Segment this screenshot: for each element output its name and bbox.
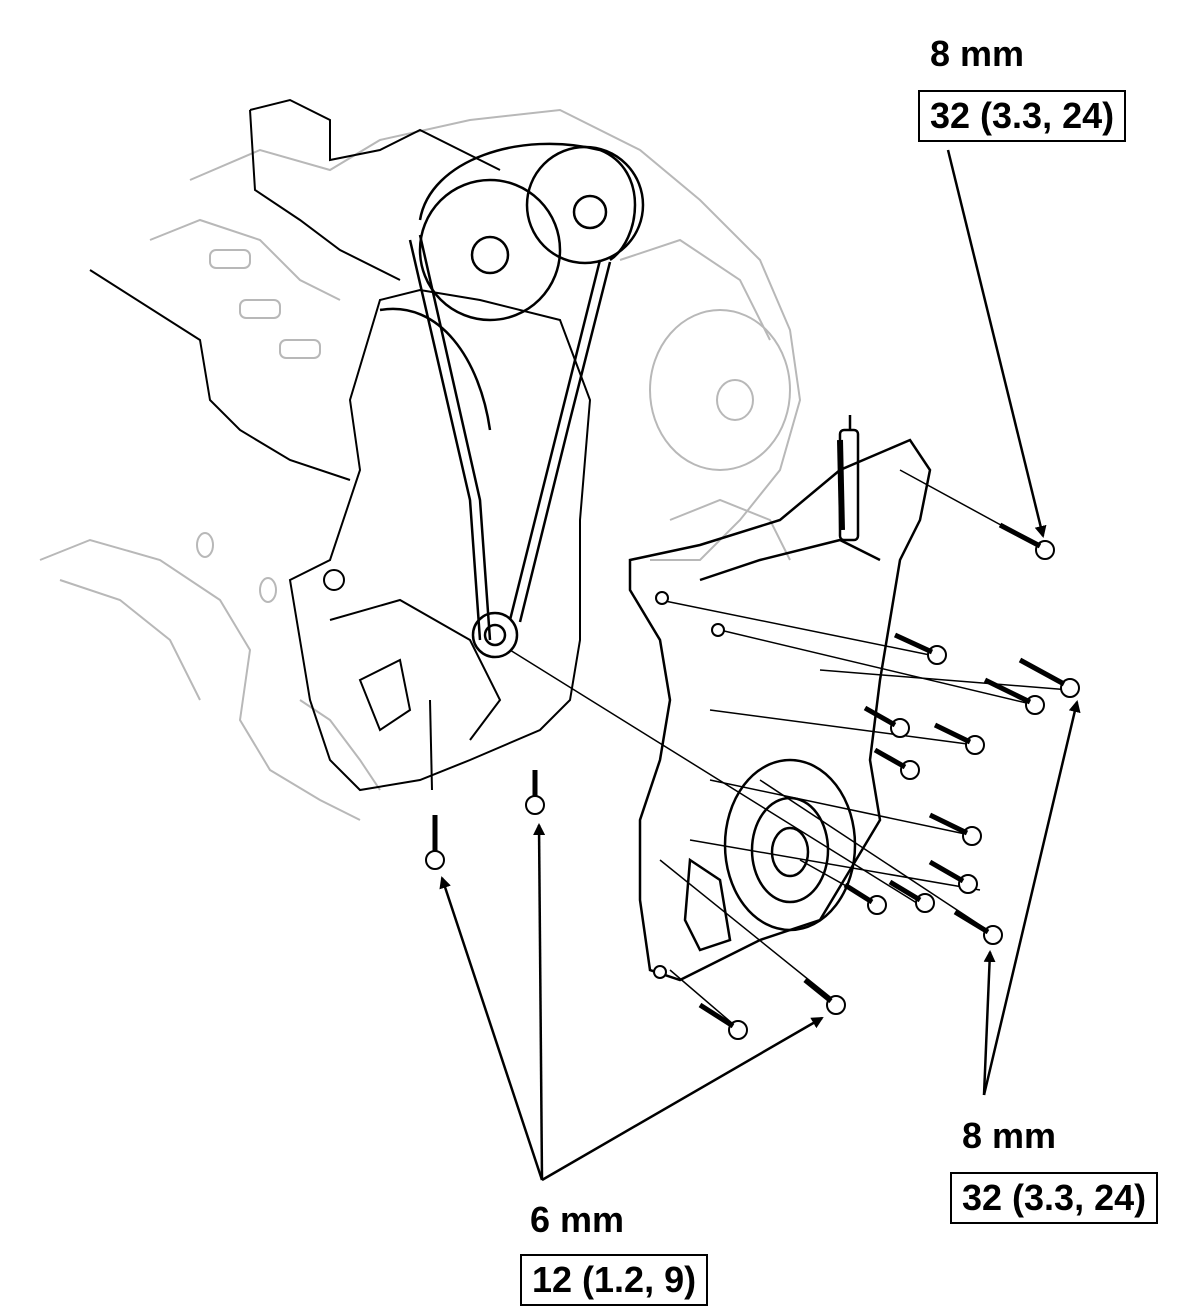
arrow-right-callout-b [982, 950, 996, 1096]
bolt [933, 722, 985, 755]
bolt [863, 705, 910, 738]
arrow-bottom-callout-a [439, 876, 544, 1181]
bolt [655, 591, 669, 605]
torque-spec-box: 12 (1.2, 9) [520, 1254, 709, 1306]
bolt [873, 747, 920, 780]
engine-block-ghost [39, 108, 802, 821]
bolt [843, 882, 887, 915]
bolt-size-label: 8 mm [930, 33, 1025, 74]
bolt [928, 859, 978, 894]
arrow-right-callout-a [982, 700, 1081, 1096]
bolt [998, 522, 1055, 560]
bolt [893, 632, 947, 665]
cam-sprockets-and-chain [379, 142, 645, 659]
bolt [928, 812, 982, 846]
bolt-size-label: 8 mm [962, 1115, 1057, 1156]
engine-front-case [89, 98, 592, 792]
cover-bolts [425, 522, 1080, 1040]
bolt [803, 978, 846, 1015]
bolt-size-label: 6 mm [530, 1199, 625, 1240]
bolt [983, 677, 1045, 715]
torque-spec-box: 32 (3.3, 24) [918, 90, 1127, 142]
bolt [653, 965, 667, 979]
torque-spec-box: 32 (3.3, 24) [950, 1172, 1159, 1224]
timing-chain-cover [628, 415, 932, 982]
arrow-top-callout [946, 149, 1047, 538]
bolt [953, 909, 1003, 945]
arrow-bottom-callout-c [541, 1016, 824, 1182]
bolt [525, 770, 545, 815]
bolt-guide-lines [509, 469, 1071, 1031]
bolt [698, 1002, 748, 1040]
arrow-bottom-callout-b [533, 823, 546, 1181]
bolt [888, 879, 935, 913]
bolt [711, 623, 725, 637]
leader-arrows [439, 149, 1081, 1182]
bolt [1018, 657, 1080, 698]
bolt [425, 815, 445, 870]
